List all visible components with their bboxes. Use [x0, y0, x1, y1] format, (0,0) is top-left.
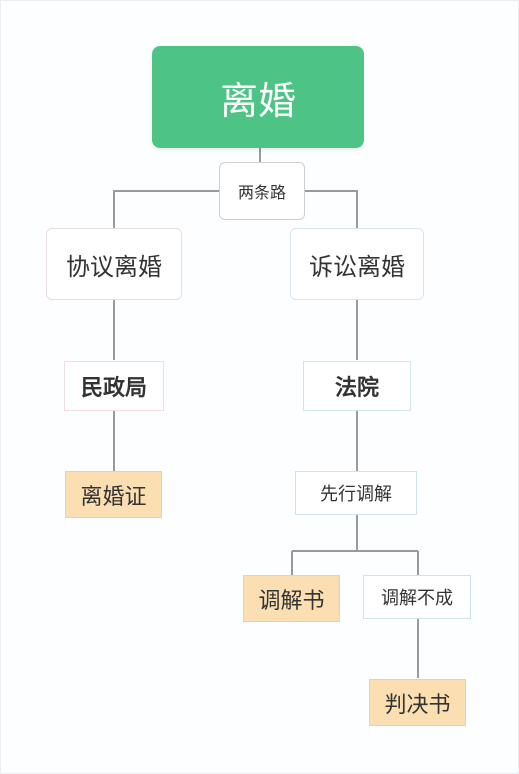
node-court: 法院 — [303, 361, 411, 411]
node-divorce-certificate: 离婚证 — [65, 471, 162, 518]
hub-node-two-paths: 两条路 — [219, 162, 305, 220]
branch-node-agreement-divorce: 协议离婚 — [46, 228, 182, 300]
connector-hub-split — [113, 190, 358, 228]
node-mediation-failed: 调解不成 — [363, 575, 471, 619]
node-mediation-first: 先行调解 — [295, 471, 417, 515]
node-judgment: 判决书 — [369, 679, 466, 726]
node-civil-affairs-bureau: 民政局 — [64, 361, 164, 411]
connector-step-split — [291, 515, 419, 575]
branch-node-litigation-divorce: 诉讼离婚 — [290, 228, 424, 300]
node-mediation-document: 调解书 — [243, 575, 340, 622]
root-node-divorce: 离婚 — [152, 46, 364, 148]
